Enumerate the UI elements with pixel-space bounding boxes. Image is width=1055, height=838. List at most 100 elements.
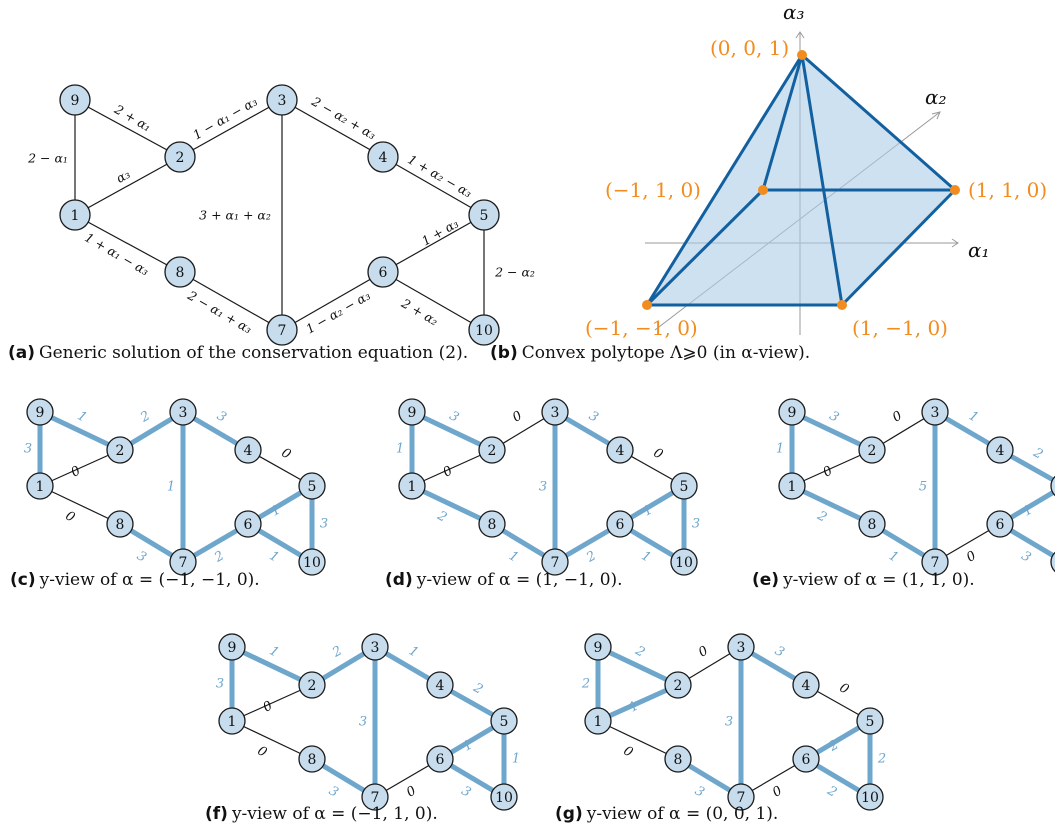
weight-g-5-10: 2 — [877, 752, 886, 767]
node-label-d-7: 7 — [551, 555, 560, 571]
node-label-g-3: 3 — [737, 640, 746, 656]
vertex-label-1: (−1, 1, 0) — [605, 178, 701, 202]
weight-d-5-10: 3 — [692, 517, 700, 532]
edge-6-10 — [382, 271, 485, 331]
node-label-g-4: 4 — [802, 678, 811, 694]
node-g-9 — [584, 633, 612, 661]
node-label-e-1: 1 — [788, 479, 797, 495]
edge-c-9-2 — [37, 409, 123, 453]
node-f-5 — [490, 707, 518, 735]
edge-f-9-2 — [229, 644, 315, 688]
edge-g-9-2 — [595, 644, 681, 688]
weight-f-4-5: 2 — [470, 680, 486, 698]
vertex-top — [797, 50, 807, 60]
node-d-9 — [398, 398, 426, 426]
node-label-f-8: 8 — [308, 752, 317, 768]
edge-label-5-6: 1 + α₃ — [419, 216, 461, 249]
node-label-e-7: 7 — [931, 555, 940, 571]
node-e-2 — [858, 436, 886, 464]
node-label-c-2: 2 — [116, 443, 125, 459]
weight-f-1-8: 0 — [255, 743, 270, 760]
caption-a: (a)Generic solution of the conservation … — [8, 343, 468, 363]
node-2 — [164, 141, 196, 173]
edge-2-3 — [179, 99, 283, 158]
node-label-e-9: 9 — [788, 405, 797, 421]
edge-label-5-10: 2 − α₂ — [494, 265, 535, 280]
edge-9-2 — [74, 99, 181, 158]
node-5 — [468, 199, 500, 231]
node-e-3 — [921, 398, 949, 426]
node-label-g-5: 5 — [866, 714, 875, 730]
polytope-edge-lb-lf — [645, 188, 765, 307]
caption-g-text: y-view of α = (0, 0, 1). — [586, 804, 779, 824]
edge-e-1-2 — [791, 449, 873, 487]
node-label-g-6: 6 — [802, 752, 811, 768]
caption-f-text: y-view of α = (−1, 1, 0). — [231, 804, 438, 824]
weight-e-9-1: 1 — [776, 442, 784, 457]
caption-f: (f)y-view of α = (−1, 1, 0). — [205, 804, 438, 824]
node-c-5 — [298, 472, 326, 500]
edge-label-1-8: 1 + α₁ − α₃ — [82, 230, 152, 279]
node-c-6 — [234, 510, 262, 538]
node-label-g-8: 8 — [674, 752, 683, 768]
node-label-e-4: 4 — [996, 443, 1005, 459]
weight-g-8-7: 3 — [692, 783, 707, 800]
axis-label-1: α₂ — [925, 85, 947, 109]
node-e-7 — [921, 548, 949, 576]
node-e-5 — [1050, 475, 1055, 497]
node-label-d-1: 1 — [408, 479, 417, 495]
weight-e-4-5: 2 — [1030, 445, 1046, 463]
weight-c-1-8: 0 — [63, 508, 78, 525]
weight-c-3-7: 1 — [167, 480, 175, 495]
node-label-c-1: 1 — [36, 479, 45, 495]
node-label-e-6: 6 — [996, 517, 1005, 533]
caption-g-tag: (g) — [555, 804, 583, 824]
node-f-8 — [298, 745, 326, 773]
weight-c-6-7: 2 — [211, 548, 227, 566]
weight-e-6-7: 0 — [964, 548, 979, 565]
weight-g-2-3: 0 — [696, 643, 711, 660]
weight-e-3-7: 5 — [919, 480, 927, 495]
node-label-7: 7 — [278, 323, 287, 339]
weight-f-9-2: 1 — [267, 643, 282, 660]
vertex-label-3: (−1, −1, 0) — [585, 316, 698, 340]
vertex-rb — [950, 185, 960, 195]
weight-f-6-10: 3 — [459, 783, 474, 800]
node-label-c-7: 7 — [179, 555, 188, 571]
node-label-2: 2 — [176, 150, 185, 166]
weight-f-9-1: 3 — [216, 677, 224, 692]
node-e-4 — [986, 436, 1014, 464]
caption-d-tag: (d) — [385, 570, 413, 590]
node-c-1 — [26, 472, 54, 500]
node-label-f-10: 10 — [495, 790, 513, 806]
node-d-1 — [398, 472, 426, 500]
vertex-label-2: (1, 1, 0) — [968, 178, 1047, 202]
edge-4-5 — [382, 156, 485, 216]
edge-label-3-7: 3 + α₁ + α₂ — [199, 208, 271, 223]
node-label-g-9: 9 — [594, 640, 603, 656]
node-c-9 — [26, 398, 54, 426]
caption-g: (g)y-view of α = (0, 0, 1). — [555, 804, 778, 824]
weight-e-3-4: 1 — [966, 408, 981, 425]
node-label-f-5: 5 — [500, 714, 509, 730]
node-f-6 — [426, 745, 454, 773]
weight-g-9-1: 2 — [581, 677, 590, 692]
node-c-4 — [234, 436, 262, 464]
node-c-7 — [169, 548, 197, 576]
node-g-10 — [856, 783, 884, 811]
node-label-e-2: 2 — [868, 443, 877, 459]
weight-c-5-10: 3 — [320, 517, 328, 532]
vertex-lf — [642, 300, 652, 310]
node-g-8 — [664, 745, 692, 773]
weight-e-2-3: 0 — [890, 408, 905, 425]
node-label-10: 10 — [475, 323, 493, 339]
node-d-5 — [670, 472, 698, 500]
edge-8-7 — [179, 271, 283, 331]
weight-c-2-3: 2 — [137, 408, 153, 426]
node-1 — [59, 199, 91, 231]
vertex-rf — [837, 300, 847, 310]
polytope-edge-top-lf — [645, 54, 804, 306]
node-label-f-4: 4 — [436, 678, 445, 694]
node-7 — [266, 314, 298, 346]
